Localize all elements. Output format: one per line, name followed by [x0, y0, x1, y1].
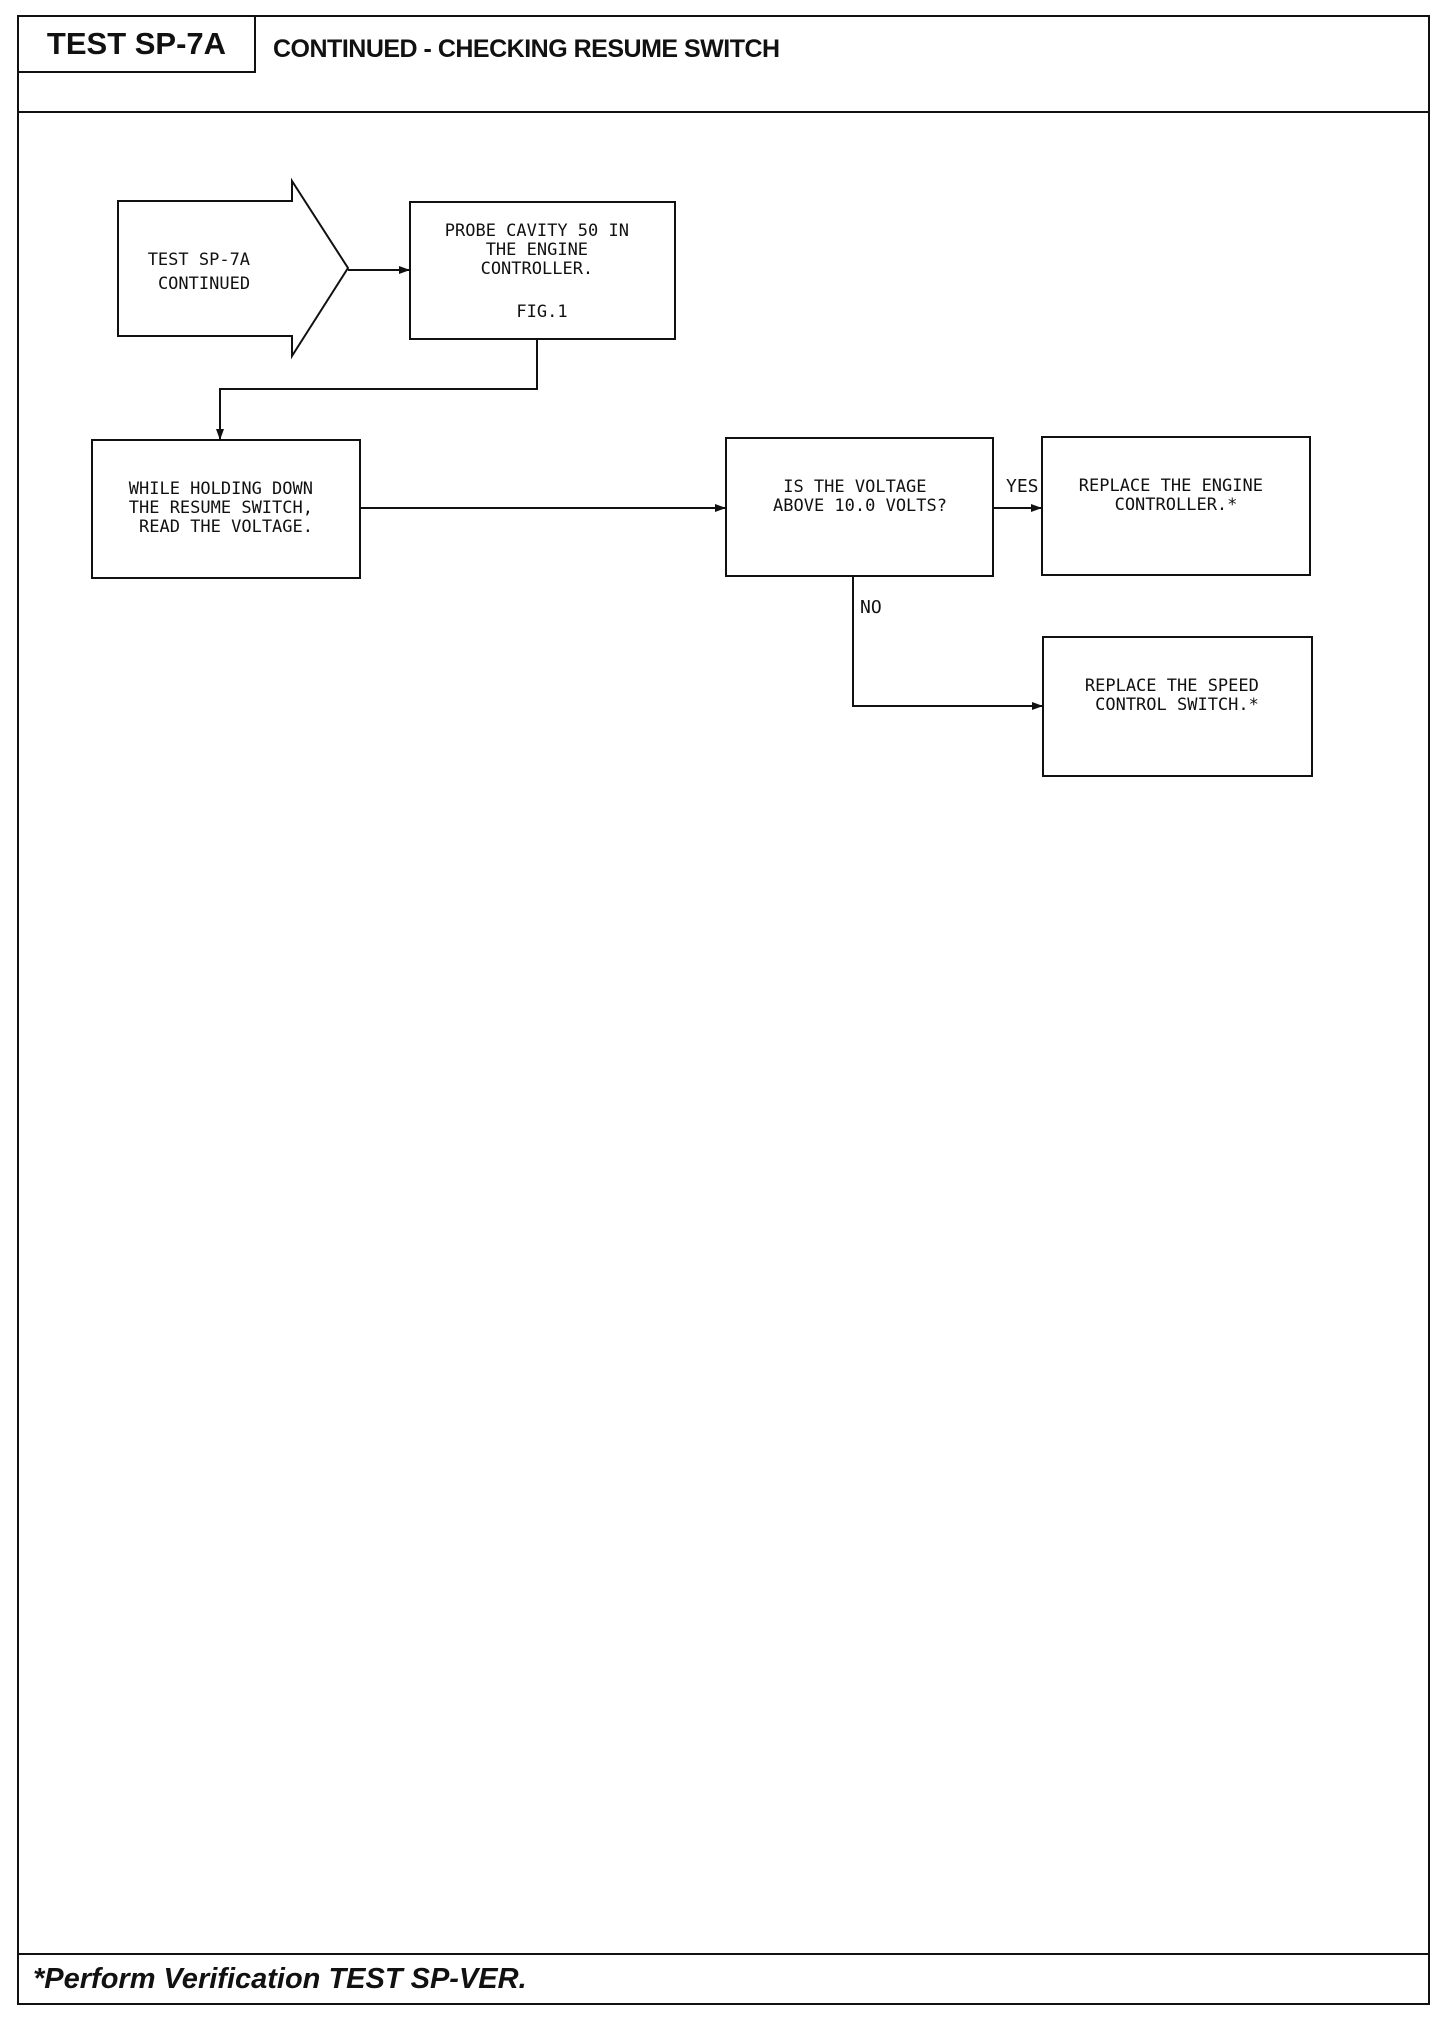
test-id-label: TEST SP-7A: [19, 17, 256, 73]
start-text: TEST SP-7A CONTINUED: [148, 250, 261, 294]
probe-text: PROBE CAVITY 50 IN THE ENGINE CONTROLLER…: [445, 221, 639, 322]
start-line: CONTINUED: [158, 274, 250, 294]
header-row: TEST SP-7A CONTINUED - CHECKING RESUME S…: [19, 17, 1428, 113]
start-line: TEST SP-7A: [148, 250, 250, 270]
question-line: IS THE VOLTAGE: [783, 477, 926, 497]
no-action-line: REPLACE THE SPEED: [1085, 676, 1259, 696]
hold-text: WHILE HOLDING DOWN THE RESUME SWITCH, RE…: [129, 479, 323, 537]
hold-line: WHILE HOLDING DOWN: [129, 479, 313, 499]
hold-line: THE RESUME SWITCH,: [129, 498, 313, 518]
no-action-text: REPLACE THE SPEED CONTROL SWITCH.*: [1085, 676, 1269, 715]
footer-row: *Perform Verification TEST SP-VER.: [19, 1953, 1428, 2003]
probe-line: PROBE CAVITY 50 IN: [445, 221, 629, 241]
question-line: ABOVE 10.0 VOLTS?: [773, 496, 947, 516]
yes-action-line: REPLACE THE ENGINE: [1079, 476, 1263, 496]
hold-line: READ THE VOLTAGE.: [139, 517, 313, 537]
connector-probe-to-hold: [216, 339, 538, 440]
verification-note: *Perform Verification TEST SP-VER.: [33, 1963, 527, 1995]
page-title: CONTINUED - CHECKING RESUME SWITCH: [273, 35, 780, 63]
no-label: NO: [860, 597, 882, 618]
yes-label: YES: [1006, 476, 1039, 497]
yes-action-box: [1041, 436, 1311, 576]
yes-action-text: REPLACE THE ENGINE CONTROLLER.*: [1079, 476, 1273, 515]
probe-line: THE ENGINE: [486, 240, 588, 260]
connector-no: [852, 576, 1043, 710]
start-arrow-shape: [117, 177, 350, 360]
probe-line: FIG.1: [516, 302, 567, 322]
no-action-line: CONTROL SWITCH.*: [1095, 695, 1259, 715]
question-text: IS THE VOLTAGE ABOVE 10.0 VOLTS?: [773, 477, 947, 516]
page-frame: TEST SP-7A CONTINUED - CHECKING RESUME S…: [17, 15, 1430, 2005]
yes-action-line: CONTROLLER.*: [1115, 495, 1238, 515]
probe-line: CONTROLLER.: [481, 259, 594, 279]
